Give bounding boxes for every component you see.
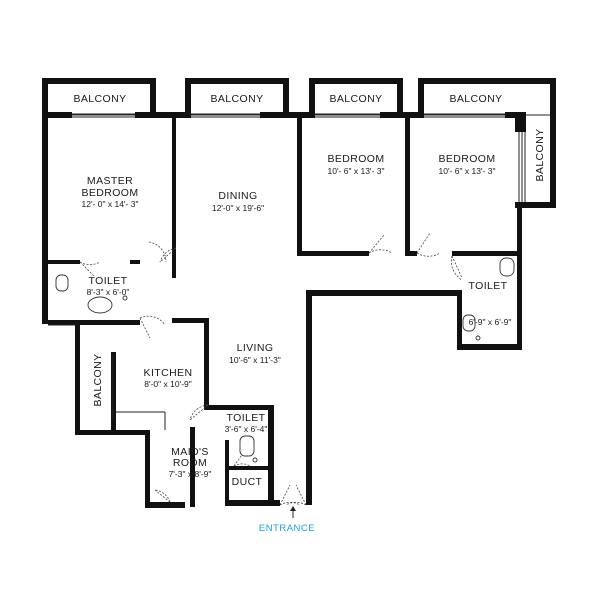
dining-dim: 12'-0" x 19'-6" — [212, 203, 264, 213]
dining-label: DINING — [218, 190, 257, 202]
window-lines — [48, 113, 523, 430]
balcony-3-label: BALCONY — [330, 93, 383, 105]
wc-icon-maid — [239, 435, 255, 457]
kitchen-dim: 8'-0" x 10'-9" — [144, 379, 192, 389]
balcony-6-label: BALCONY — [92, 354, 104, 407]
basin-icon-master — [87, 296, 113, 314]
bedroom-2-dim: 10'- 6" x 13'- 3" — [327, 166, 384, 176]
fixtures — [55, 257, 515, 463]
wc-icon-right-2 — [462, 314, 476, 332]
master-bedroom-dim: 12'- 0" x 14'- 3" — [81, 199, 138, 209]
bedroom-3-label: BEDROOM — [438, 153, 495, 165]
maids-room-label-1: MAID'S — [171, 446, 209, 458]
doors — [79, 232, 463, 506]
toilet-right-dim: 6'-9" x 6'-9" — [469, 317, 512, 327]
toilet-master-label: TOILET — [89, 275, 128, 287]
living-label: LIVING — [237, 342, 274, 354]
toilet-master-dim: 8'-3" x 6'-0" — [87, 287, 130, 297]
bedroom-3-dim: 10'- 6" x 13'- 3" — [438, 166, 495, 176]
master-bedroom-label-1: MASTER — [87, 175, 133, 187]
duct-label: DUCT — [232, 476, 263, 488]
master-bedroom-label-2: BEDROOM — [81, 187, 138, 199]
living-dim: 10'-6" x 11'-3" — [229, 355, 281, 365]
entrance-label[interactable]: ENTRANCE — [259, 523, 315, 534]
balcony-5-label: BALCONY — [534, 129, 546, 182]
balcony-1-label: BALCONY — [74, 93, 127, 105]
toilet-maid-label: TOILET — [227, 412, 266, 424]
toilet-maid-dim: 3'-6" x 6'-4" — [225, 424, 268, 434]
toilet-right-label: TOILET — [469, 280, 508, 292]
maids-room-label-2: ROOM — [173, 457, 207, 469]
wc-icon-right — [499, 257, 515, 277]
balcony-4-label: BALCONY — [450, 93, 503, 105]
walls — [42, 78, 556, 508]
entrance-arrow-icon — [290, 506, 296, 518]
bedroom-2-label: BEDROOM — [327, 153, 384, 165]
kitchen-label: KITCHEN — [144, 367, 193, 379]
balcony-2-label: BALCONY — [211, 93, 264, 105]
wc-icon-master — [55, 274, 69, 292]
maids-room-dim: 7'-3" x 8'-9" — [169, 469, 212, 479]
